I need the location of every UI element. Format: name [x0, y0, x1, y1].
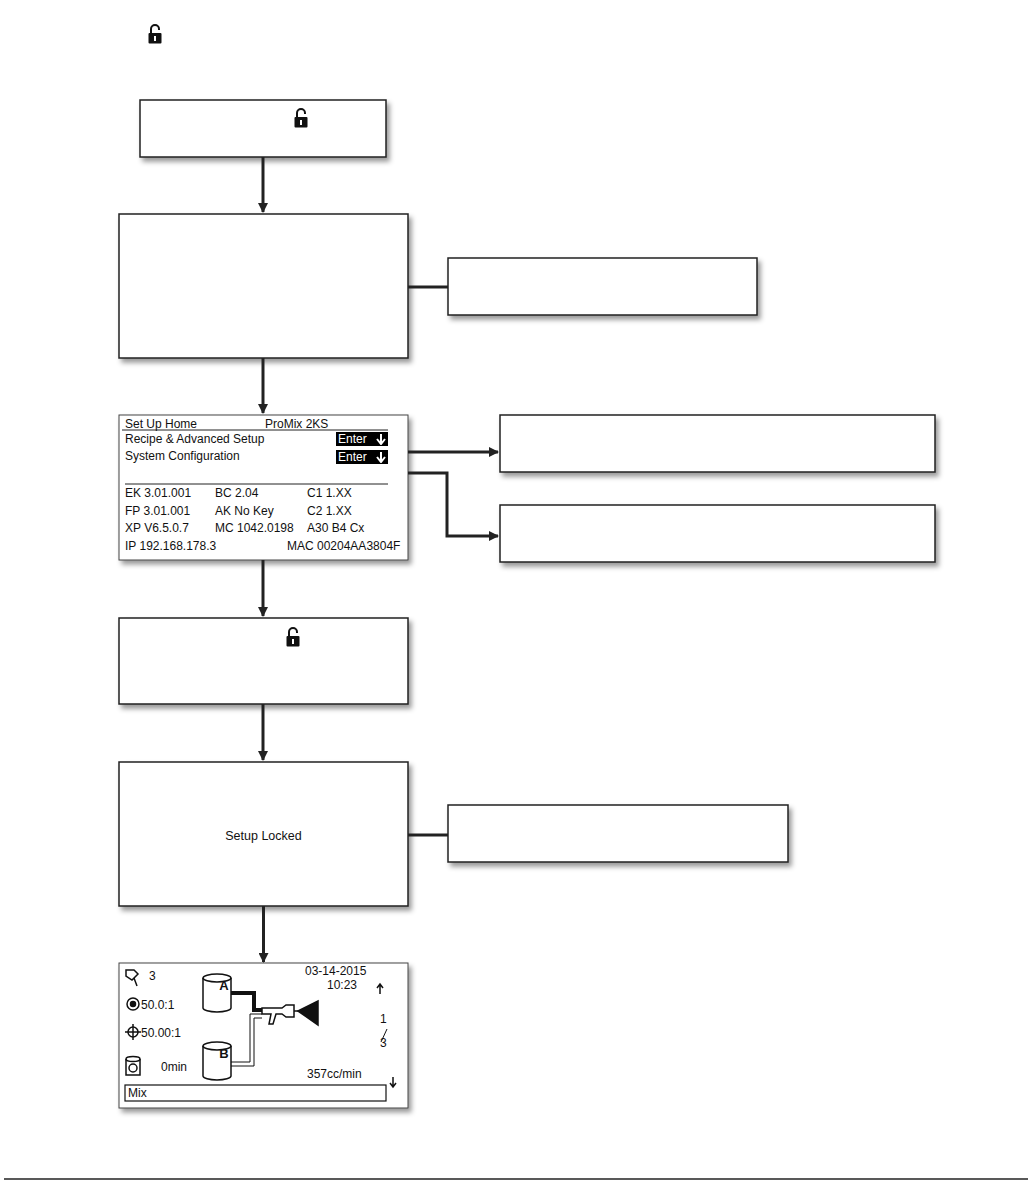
page-rule	[4, 1178, 1028, 1180]
screen-text: Enter	[336, 432, 388, 446]
screen-text: AK No Key	[215, 504, 274, 518]
screen-text: MC 1042.0198	[215, 521, 294, 535]
setup-screen: Set Up Home ProMix 2KSRecipe & Advanced S…	[119, 415, 408, 560]
flow-arrow	[262, 906, 265, 962]
screen-text: BC 2.04	[215, 486, 258, 500]
screen-text: Recipe & Advanced Setup	[125, 432, 264, 446]
screen-text: EK 3.01.001	[125, 486, 191, 500]
lock-icon	[295, 109, 308, 128]
screen-text: MAC 00204AA3804F	[287, 539, 400, 553]
screen-text: 1	[380, 1012, 387, 1026]
screen-text: B	[212, 1047, 236, 1061]
screen-text: 0min	[161, 1060, 187, 1074]
screen-text: IP 192.168.178.3	[125, 539, 216, 553]
screen-text: System Configuration	[125, 449, 240, 463]
screen-text: Set Up Home	[125, 417, 197, 431]
screen-text: A	[212, 979, 236, 993]
lock-icon	[149, 25, 162, 44]
locked-box: Setup Locked	[119, 762, 408, 906]
flow-boxes	[119, 100, 935, 1108]
screen-text: C2 1.XX	[307, 504, 352, 518]
down-arrow	[376, 451, 386, 463]
screen-text: 10:23	[327, 978, 357, 992]
flow-arrows	[263, 157, 498, 835]
screen-text: Mix	[128, 1086, 147, 1100]
lock-icon	[287, 628, 300, 647]
down-arrow	[376, 433, 386, 445]
screen-text: 50.00:1	[141, 1026, 181, 1040]
screen-text: C1 1.XX	[307, 486, 352, 500]
run-screen-icons	[125, 970, 396, 1101]
screen-text: Setup Locked	[119, 829, 408, 843]
screen-text: 50.0:1	[141, 998, 174, 1012]
screen-text: Enter	[336, 450, 388, 464]
screen-text: 3	[149, 969, 156, 983]
screen-text: FP 3.01.001	[125, 504, 190, 518]
screen-text: 357cc/min	[307, 1067, 362, 1081]
screen-text: A30 B4 Cx	[307, 521, 364, 535]
screen-text: 3	[380, 1036, 387, 1050]
run-screen: 3 03-14-201510:23 50.0:1 50.00:1 0min 1 3 357cc…	[119, 963, 408, 1108]
screen-text: ProMix 2KS	[265, 417, 328, 431]
screen-text: 03-14-2015	[305, 964, 366, 978]
screen-text: XP V6.5.0.7	[125, 521, 189, 535]
screen-rules	[122, 430, 388, 484]
